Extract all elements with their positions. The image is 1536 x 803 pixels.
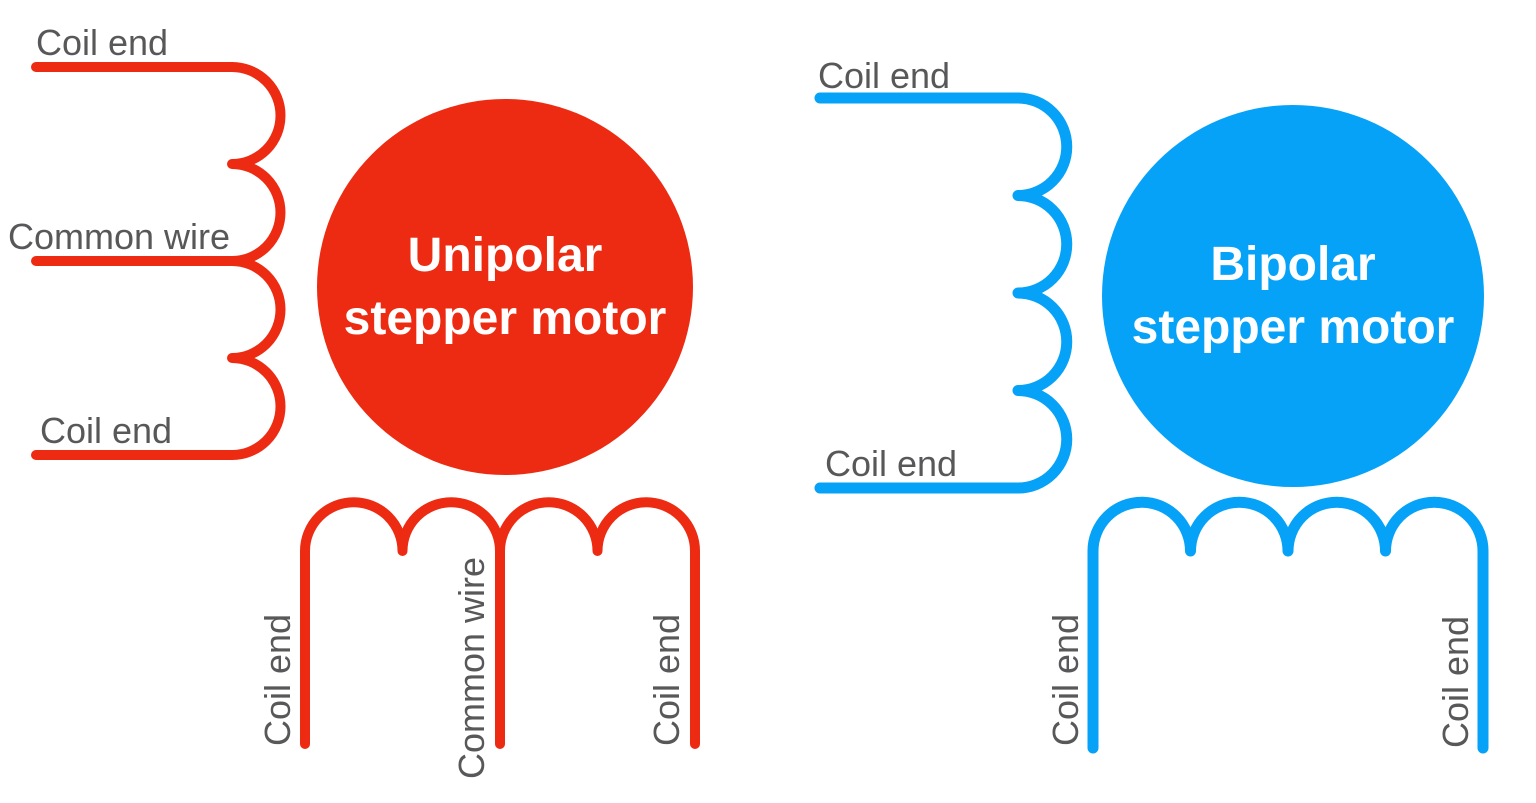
unipolar-motor-circle (317, 99, 693, 475)
bipolar-left-coil-bottom-label: Coil end (825, 443, 957, 484)
bipolar-left-coil-top-label: Coil end (818, 55, 950, 96)
unipolar-left-coil-top-label: Coil end (36, 22, 168, 63)
unipolar-diagram: Coil end Common wire Coil end Unipolar s… (8, 22, 700, 779)
bipolar-bottom-coil-left-label: Coil end (1045, 614, 1086, 746)
unipolar-bottom-coil-right-label: Coil end (646, 614, 687, 746)
bipolar-bottom-coil-right-label: Coil end (1435, 616, 1476, 748)
bipolar-diagram: Coil end Coil end Bipolar stepper motor … (814, 55, 1489, 754)
unipolar-bottom-coil-middle-label: Common wire (451, 557, 492, 779)
unipolar-left-coil-middle-label: Common wire (8, 216, 230, 257)
unipolar-left-coil-bottom-label: Coil end (40, 410, 172, 451)
unipolar-bottom-coil-left-label: Coil end (257, 614, 298, 746)
unipolar-title-line1: Unipolar (408, 229, 603, 282)
unipolar-title-line2: stepper motor (344, 292, 667, 345)
unipolar-left-coil-winding (227, 62, 286, 460)
bipolar-motor-circle (1102, 105, 1484, 487)
bipolar-title-line2: stepper motor (1132, 301, 1455, 354)
bipolar-title-line1: Bipolar (1210, 238, 1375, 291)
bipolar-left-coil-winding (1012, 92, 1073, 494)
bipolar-bottom-coil-winding (1087, 496, 1489, 754)
